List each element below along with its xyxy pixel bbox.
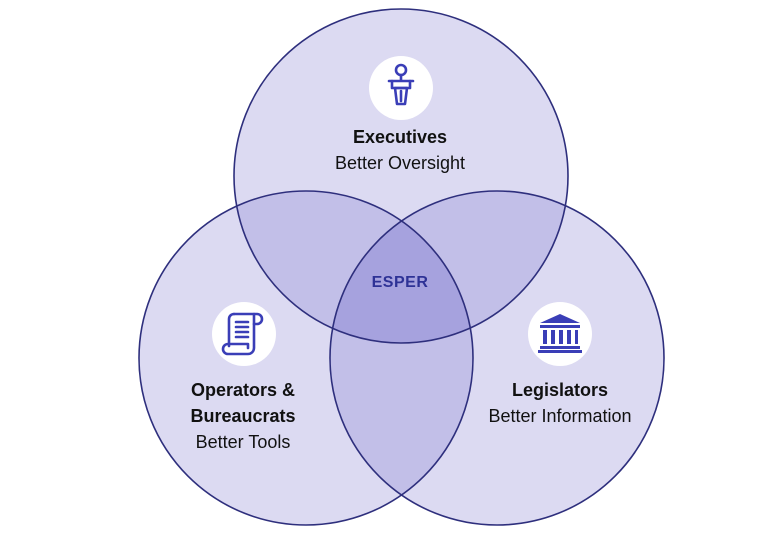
- executives-label: Executives Better Oversight: [300, 124, 500, 176]
- operators-label: Operators & Bureaucrats Better Tools: [143, 377, 343, 455]
- operators-subtitle: Better Tools: [195, 432, 291, 452]
- scroll-document-icon: [212, 302, 276, 366]
- podium-speaker-icon: [369, 56, 433, 120]
- executives-title: Executives: [352, 127, 448, 147]
- executives-subtitle: Better Oversight: [334, 153, 466, 173]
- executives-circle-outline: [233, 8, 569, 344]
- esper-center-region: [330, 191, 473, 343]
- operators-title-line1: Operators &: [190, 380, 296, 400]
- government-building-icon: [528, 302, 592, 366]
- legislators-subtitle: Better Information: [488, 406, 632, 426]
- esper-label: ESPER: [371, 274, 429, 291]
- legislators-circle-outline: [329, 190, 665, 526]
- legislators-label: Legislators Better Information: [460, 377, 660, 429]
- operators-title-line2: Bureaucrats: [190, 406, 296, 426]
- legislators-title: Legislators: [511, 380, 609, 400]
- operators-circle-outline: [138, 190, 474, 526]
